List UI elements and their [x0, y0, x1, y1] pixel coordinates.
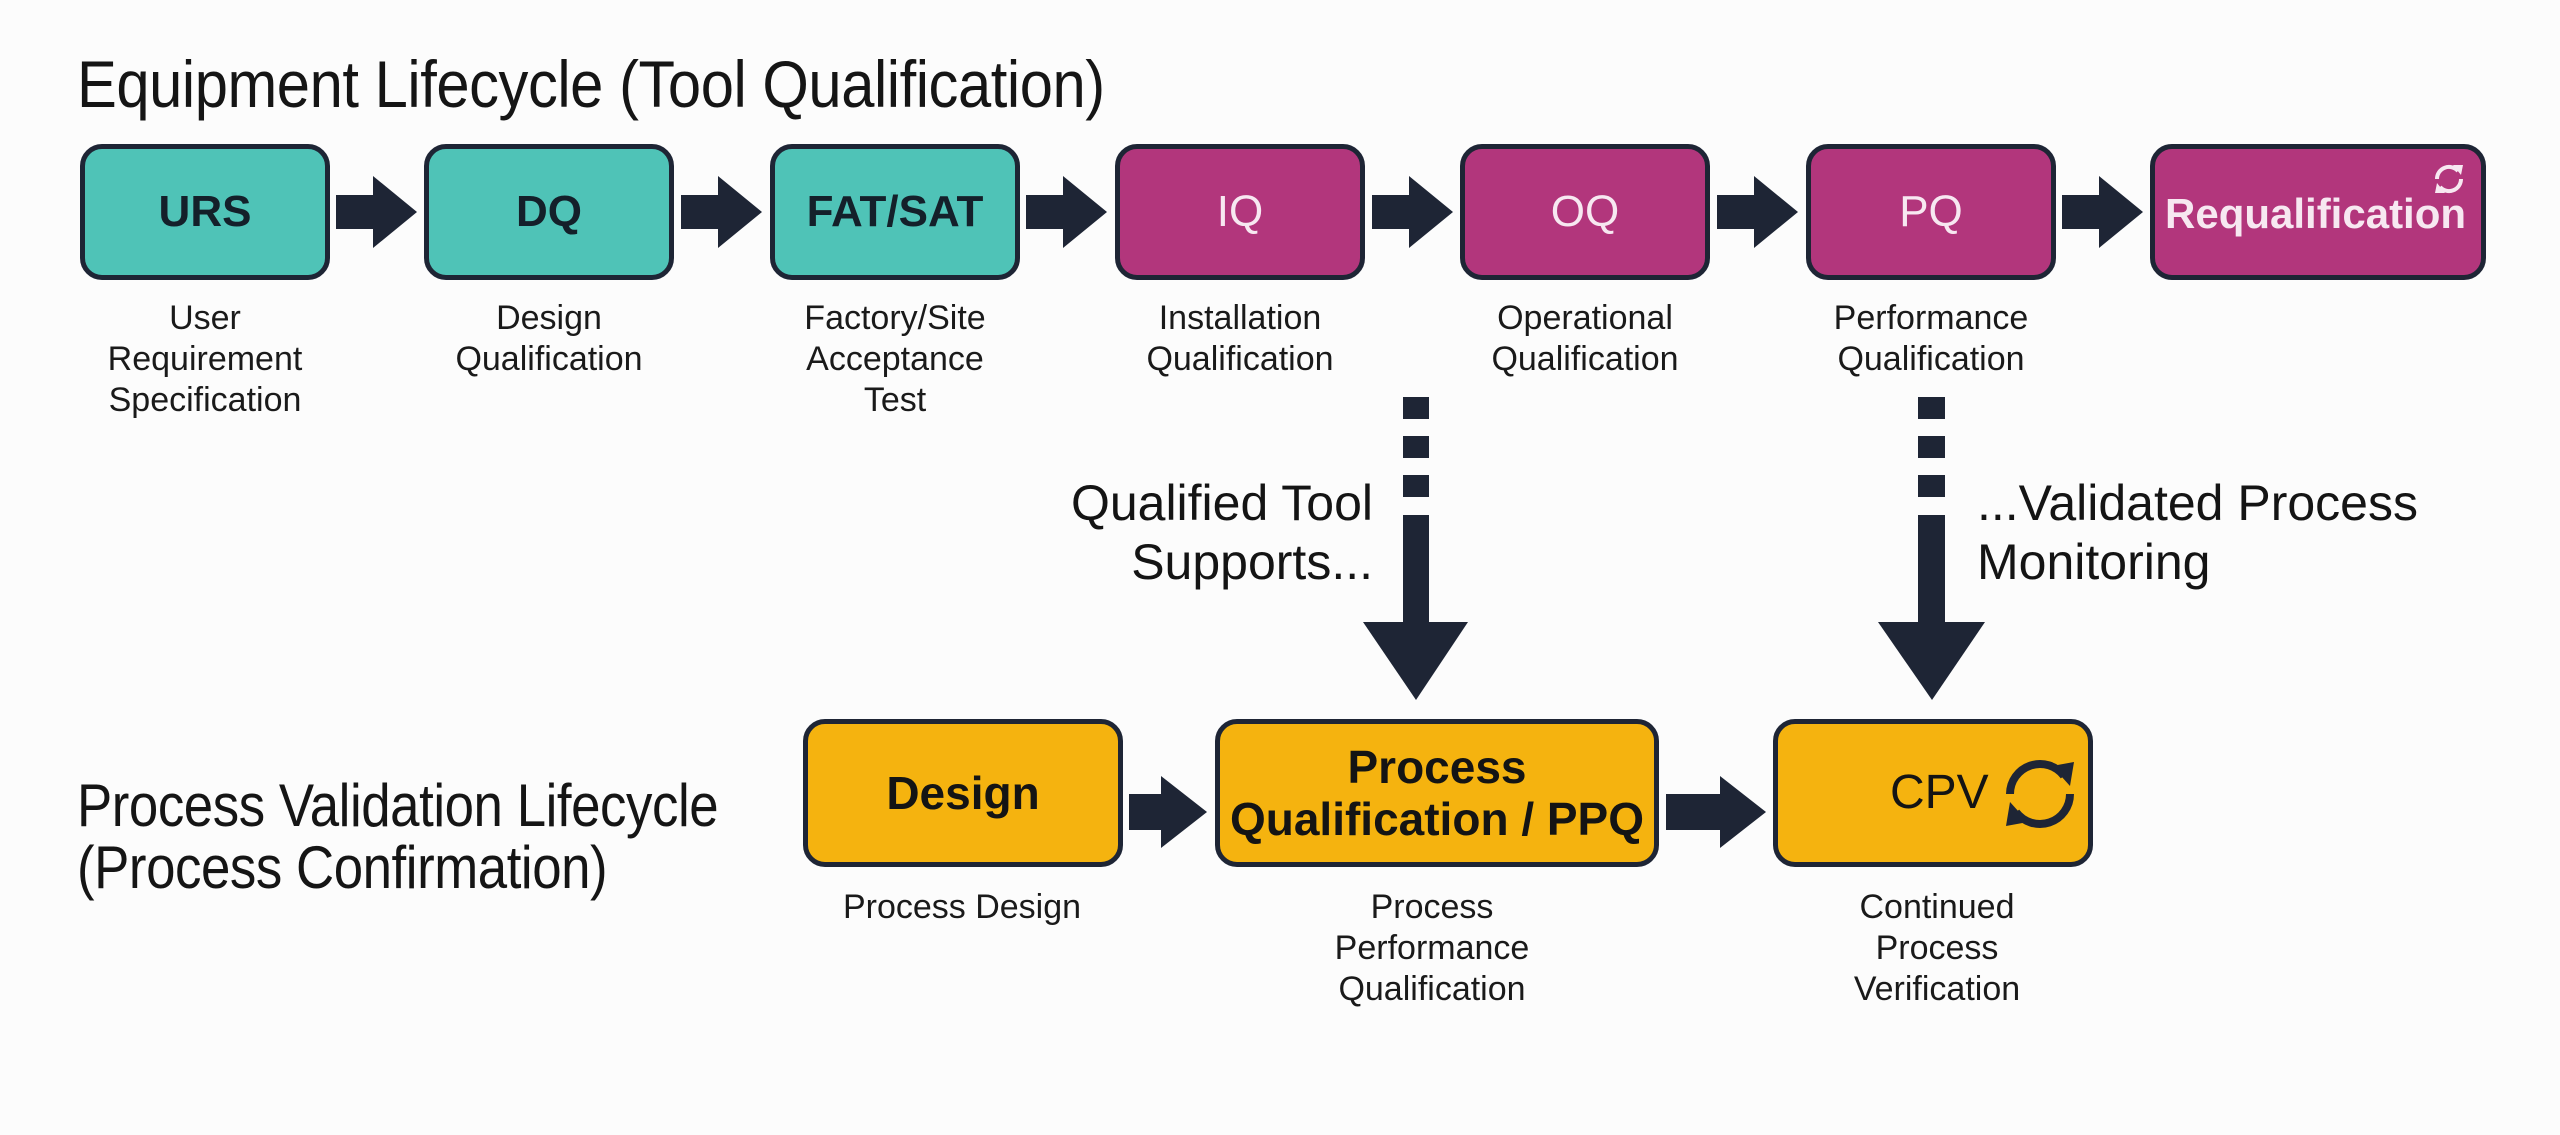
process-validation-title-line-2: (Process Confirmation) — [77, 834, 608, 901]
stage-code: Design — [886, 767, 1040, 819]
stage-description-dq: Design Qualification — [455, 298, 642, 380]
description-line: Qualification — [1338, 970, 1526, 1008]
arrow-right-icon — [1026, 176, 1107, 248]
description-line: Factory/Site — [804, 299, 986, 337]
link-line: ...Validated Process — [1977, 475, 2418, 531]
description-line: Performance — [1334, 929, 1530, 967]
stage-box-dq[interactable]: DQ — [424, 144, 674, 280]
stage-description-iq: Installation Qualification — [1146, 298, 1333, 380]
stage-code: Requalification — [2165, 190, 2467, 237]
description-line: Acceptance — [806, 340, 984, 378]
process-validation-title-line-1: Process Validation Lifecycle — [77, 772, 719, 839]
vertical-arrow-process-monitoring — [1878, 397, 1985, 700]
stage-description-pq: Performance Qualification — [1834, 298, 2029, 380]
arrow-right-icon — [1666, 776, 1766, 848]
description-line: Qualification — [1146, 340, 1334, 378]
description-line: Test — [863, 381, 927, 419]
stage-code: URS — [158, 187, 252, 236]
stage-box-pq[interactable]: PQ — [1806, 144, 2056, 280]
refresh-icon — [2434, 164, 2464, 194]
stage-box-requalification[interactable]: Requalification — [2150, 144, 2486, 280]
stage-code: PQ — [1899, 187, 1963, 236]
stage-box-cpv[interactable]: CPV — [1773, 719, 2093, 867]
link-text-tool-supports: Qualified Tool Supports... — [1071, 474, 1373, 592]
description-line: User — [169, 299, 241, 337]
description-line: Operational — [1497, 299, 1673, 337]
stage-box-fat-sat[interactable]: FAT/SAT — [770, 144, 1020, 280]
arrow-right-icon — [1129, 776, 1207, 848]
stage-code: DQ — [516, 187, 582, 236]
stage-description-cpv: Continued Process Verification — [1854, 887, 2020, 1010]
vertical-arrow-tool-supports — [1363, 397, 1468, 700]
stage-code: IQ — [1216, 187, 1264, 236]
description-line: Process — [1370, 888, 1494, 926]
stage-description-oq: Operational Qualification — [1491, 298, 1678, 380]
arrow-right-icon — [336, 176, 417, 248]
stage-description-fat-sat: Factory/Site Acceptance Test — [804, 298, 985, 421]
description-line: Specification — [108, 381, 302, 419]
stage-description-ppq: Process Performance Qualification — [1335, 887, 1530, 1010]
description-line: Installation — [1158, 299, 1322, 337]
description-line: Design — [496, 299, 602, 337]
process-validation-title: Process Validation Lifecycle (Process Co… — [77, 772, 719, 901]
link-line: Supports... — [1131, 534, 1373, 590]
stage-box-oq[interactable]: OQ — [1460, 144, 1710, 280]
link-line: Monitoring — [1977, 534, 2211, 590]
stage-description-design: Process Design — [843, 887, 1081, 928]
description-line: Qualification — [455, 340, 643, 378]
link-text-process-monitoring: ...Validated Process Monitoring — [1977, 474, 2418, 592]
stage-code: OQ — [1550, 187, 1620, 236]
description-line: Verification — [1853, 970, 2021, 1008]
equipment-lifecycle-title: Equipment Lifecycle (Tool Qualification) — [77, 47, 1105, 121]
stage-box-urs[interactable]: URS — [80, 144, 330, 280]
stage-box-iq[interactable]: IQ — [1115, 144, 1365, 280]
stage-box-design[interactable]: Design — [803, 719, 1123, 867]
description-line: Qualification — [1837, 340, 2025, 378]
description-line: Process — [1875, 929, 1999, 967]
link-line: Qualified Tool — [1070, 475, 1373, 531]
description-line: Continued — [1859, 888, 2015, 926]
description-line: Qualification — [1491, 340, 1679, 378]
description-line: Process Design — [842, 888, 1082, 926]
stage-box-ppq[interactable]: Process Qualification / PPQ — [1215, 719, 1659, 867]
stage-code: CPV — [1890, 766, 1989, 819]
arrow-right-icon — [2062, 176, 2143, 248]
refresh-icon — [2006, 760, 2074, 828]
stage-description-urs: User Requirement Specification — [108, 298, 303, 421]
description-line: Performance — [1833, 299, 2029, 337]
arrow-right-icon — [681, 176, 762, 248]
stage-code-line-2: Qualification / PPQ — [1229, 793, 1645, 845]
arrow-right-icon — [1372, 176, 1453, 248]
stage-code-line-1: Process — [1347, 741, 1527, 793]
arrow-right-icon — [1717, 176, 1798, 248]
description-line: Requirement — [107, 340, 303, 378]
stage-code: FAT/SAT — [806, 187, 984, 236]
